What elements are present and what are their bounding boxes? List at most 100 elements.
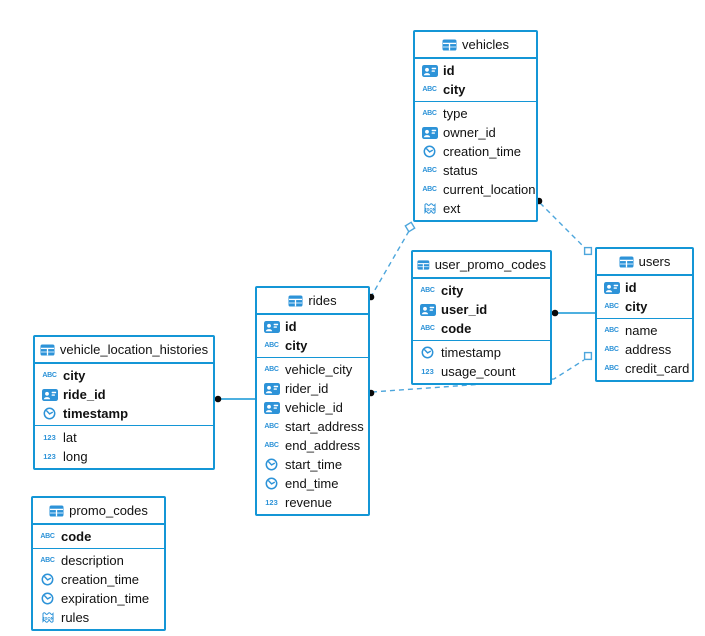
table-title: promo_codes <box>69 503 148 518</box>
field-type-iconbox <box>263 401 280 414</box>
field-type-iconbox: ABC <box>263 366 280 373</box>
clock-icon <box>41 573 54 586</box>
abc-text-icon: ABC <box>422 86 437 93</box>
field-row[interactable]: expiration_time <box>33 589 164 608</box>
field-row[interactable]: creation_time <box>415 142 536 161</box>
field-row[interactable]: vehicle_id <box>257 398 368 417</box>
field-name: lat <box>63 430 77 445</box>
abc-text-icon: ABC <box>420 325 435 332</box>
table-header[interactable]: vehicles <box>415 32 536 59</box>
abc-text-icon: ABC <box>604 303 619 310</box>
field-type-iconbox <box>419 303 436 316</box>
abc-text-icon: ABC <box>604 327 619 334</box>
field-name: vehicle_id <box>285 400 343 415</box>
field-type-iconbox: ABC <box>603 303 620 310</box>
number-123-icon: 123 <box>421 366 434 376</box>
field-name: vehicle_city <box>285 362 353 377</box>
field-row[interactable]: timestamp <box>35 404 213 423</box>
field-name: address <box>625 342 672 357</box>
table-header[interactable]: promo_codes <box>33 498 164 525</box>
clock-icon <box>421 346 434 359</box>
field-row[interactable]: owner_id <box>415 123 536 142</box>
field-row[interactable]: creation_time <box>33 570 164 589</box>
field-row[interactable]: ABC address <box>597 340 692 359</box>
field-name: start_time <box>285 457 343 472</box>
field-type-iconbox <box>263 458 280 471</box>
field-row[interactable]: id <box>257 317 368 336</box>
table-title: user_promo_codes <box>434 257 546 272</box>
svg-text:JSON: JSON <box>424 207 436 212</box>
id-badge-icon <box>421 64 438 77</box>
table-header[interactable]: users <box>597 249 692 276</box>
field-type-iconbox <box>421 126 438 139</box>
relationship-vehicles-to-users[interactable] <box>539 202 586 249</box>
field-row[interactable]: ABC city <box>257 336 368 355</box>
field-name: usage_count <box>441 364 516 379</box>
field-name: rules <box>61 610 90 625</box>
field-type-iconbox <box>263 320 280 333</box>
field-row[interactable]: rider_id <box>257 379 368 398</box>
field-type-iconbox: JSON <box>39 611 56 624</box>
fields-section: timestamp 123 usage_count <box>413 341 550 383</box>
field-name: city <box>285 338 308 353</box>
field-row[interactable]: user_id <box>413 300 550 319</box>
clock-icon <box>423 145 436 158</box>
field-row[interactable]: id <box>415 61 536 80</box>
field-type-iconbox: ABC <box>603 346 620 353</box>
table-icon <box>288 295 303 306</box>
field-row[interactable]: ABC vehicle_city <box>257 360 368 379</box>
field-row[interactable]: JSON rules <box>33 608 164 627</box>
id-badge-icon <box>603 281 620 294</box>
abc-text-icon: ABC <box>604 346 619 353</box>
table-header[interactable]: user_promo_codes <box>413 252 550 279</box>
table-header[interactable]: rides <box>257 288 368 315</box>
field-name: revenue <box>285 495 332 510</box>
table-header[interactable]: vehicle_location_histories <box>35 337 213 364</box>
table-icon <box>49 505 64 516</box>
field-row[interactable]: 123 usage_count <box>413 362 550 381</box>
abc-text-icon: ABC <box>264 342 279 349</box>
field-name: expiration_time <box>61 591 150 606</box>
field-row[interactable]: end_time <box>257 474 368 493</box>
field-type-iconbox: ABC <box>419 287 436 294</box>
field-type-iconbox <box>421 145 438 158</box>
relationship-vehicles-to-rides[interactable] <box>371 230 410 296</box>
table-title: rides <box>308 293 337 308</box>
cardinality-diamond-marker <box>583 246 593 256</box>
field-row[interactable]: timestamp <box>413 343 550 362</box>
field-row[interactable]: ride_id <box>35 385 213 404</box>
field-row[interactable]: id <box>597 278 692 297</box>
field-row[interactable]: start_time <box>257 455 368 474</box>
